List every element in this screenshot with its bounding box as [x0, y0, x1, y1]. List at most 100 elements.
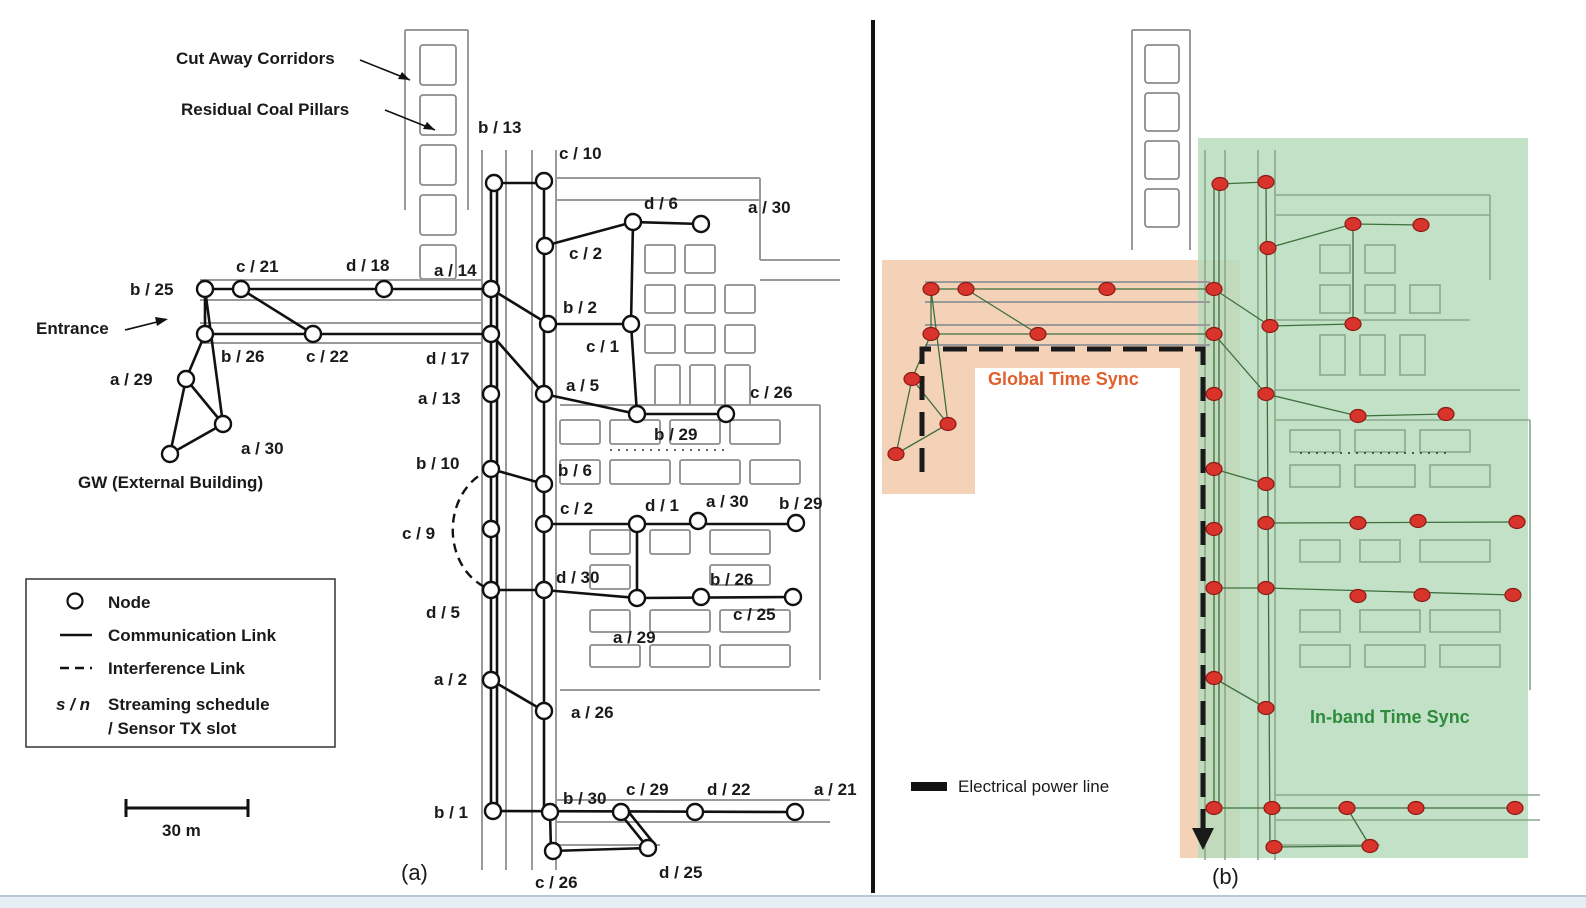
node-label: c / 22	[306, 347, 349, 366]
node	[1261, 318, 1279, 334]
node-label: a / 5	[566, 376, 599, 395]
power-line-legend-label: Electrical power line	[958, 777, 1109, 796]
node	[1098, 281, 1116, 297]
node	[1211, 176, 1229, 192]
legend: Node Communication Link Interference Lin…	[25, 578, 336, 748]
node	[1029, 326, 1047, 342]
nodes-b	[887, 174, 1526, 855]
node	[231, 279, 251, 299]
annotation-arrows	[124, 59, 436, 331]
node	[538, 314, 558, 334]
node	[922, 326, 940, 342]
node-label: b / 30	[563, 789, 606, 808]
node	[1205, 386, 1223, 402]
node	[627, 514, 647, 534]
node	[1504, 587, 1522, 603]
node	[481, 324, 501, 344]
node	[534, 580, 554, 600]
node	[483, 801, 503, 821]
node	[688, 511, 708, 531]
node	[534, 474, 554, 494]
panel-b-caption: (b)	[1212, 864, 1239, 889]
bottom-strip	[0, 896, 1586, 908]
node	[303, 324, 323, 344]
node	[1437, 406, 1455, 422]
node	[1361, 838, 1379, 854]
node	[1257, 174, 1275, 190]
node-label: c / 9	[402, 524, 435, 543]
node	[939, 416, 957, 432]
node	[1508, 514, 1526, 530]
node	[786, 513, 806, 533]
node	[1349, 408, 1367, 424]
node-label: b / 1	[434, 803, 468, 822]
node	[1205, 521, 1223, 537]
node	[535, 236, 555, 256]
gateway-label: GW (External Building)	[78, 473, 263, 492]
node-label: d / 18	[346, 256, 389, 275]
node-label: d / 1	[645, 496, 679, 515]
node	[1205, 580, 1223, 596]
node-label: c / 26	[535, 873, 578, 892]
node	[685, 802, 705, 822]
node	[1265, 839, 1283, 855]
node	[1257, 580, 1275, 596]
node-labels: b / 13 c / 10 d / 6 a / 30 c / 2 b / 25 …	[110, 118, 857, 892]
node-label: a / 26	[571, 703, 614, 722]
node-label: c / 1	[586, 337, 619, 356]
node	[1506, 800, 1524, 816]
scale-bar-label: 30 m	[162, 821, 201, 840]
node	[691, 214, 711, 234]
node	[638, 838, 658, 858]
node	[1412, 217, 1430, 233]
node	[1344, 216, 1362, 232]
node	[716, 404, 736, 424]
node	[534, 514, 554, 534]
node-label: b / 25	[130, 280, 173, 299]
node	[1205, 670, 1223, 686]
node-label: c / 21	[236, 257, 279, 276]
node	[543, 841, 563, 861]
node	[1205, 281, 1223, 297]
scale-bar: 30 m	[124, 799, 250, 840]
node-label: b / 2	[563, 298, 597, 317]
node	[1349, 588, 1367, 604]
power-line-arrowhead	[1192, 828, 1214, 850]
node	[1257, 515, 1275, 531]
cut-away-corridors-label: Cut Away Corridors	[176, 49, 335, 68]
legend-node-label: Node	[108, 593, 151, 612]
node	[1205, 800, 1223, 816]
node	[623, 212, 643, 232]
node	[691, 587, 711, 607]
legend-schedule-symbol: s / n	[56, 695, 90, 714]
node-label: d / 6	[644, 194, 678, 213]
node	[922, 281, 940, 297]
node	[1257, 386, 1275, 402]
node-label: a / 30	[706, 492, 749, 511]
node	[627, 588, 647, 608]
node	[481, 519, 501, 539]
mine-corridors-a	[200, 29, 840, 870]
node-label: a / 13	[418, 389, 461, 408]
node	[611, 802, 631, 822]
node-label: c / 2	[560, 499, 593, 518]
node	[783, 587, 803, 607]
node	[1413, 587, 1431, 603]
global-time-sync-region	[882, 260, 1240, 858]
node	[1205, 461, 1223, 477]
node-label: c / 25	[733, 605, 776, 624]
node	[481, 459, 501, 479]
node	[374, 279, 394, 299]
node	[1257, 476, 1275, 492]
node	[627, 404, 647, 424]
node	[1338, 800, 1356, 816]
node-label: d / 25	[659, 863, 702, 882]
node	[621, 314, 641, 334]
node	[195, 324, 215, 344]
node-label: c / 10	[559, 144, 602, 163]
node	[160, 444, 180, 464]
legend-communication-label: Communication Link	[108, 626, 277, 645]
node-label: c / 2	[569, 244, 602, 263]
node	[213, 414, 233, 434]
